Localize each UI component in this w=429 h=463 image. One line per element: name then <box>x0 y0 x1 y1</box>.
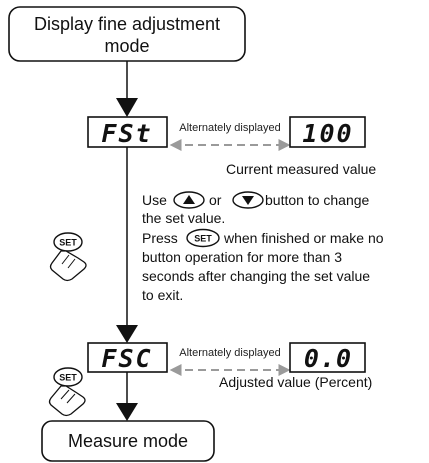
instr-use: Use <box>142 192 167 208</box>
hand-set-label-2: SET <box>59 373 77 383</box>
up-triangle-button-icon <box>173 191 205 209</box>
fst-display: FSt <box>87 116 168 148</box>
instr-line5: seconds after changing the set value <box>142 268 370 284</box>
alternately-displayed-label-2: Alternately displayed <box>179 347 281 359</box>
hand-pressing-icon: SET <box>48 367 86 417</box>
adjusted-value-display: 0.0 <box>289 342 366 373</box>
measure-mode-box: Measure mode <box>41 420 215 462</box>
current-value-display: 100 <box>289 116 366 148</box>
measure-mode-label: Measure mode <box>68 431 188 451</box>
hand-set-label-1: SET <box>59 238 77 248</box>
flow-connector <box>116 61 138 421</box>
current-value-text: 100 <box>302 119 353 148</box>
instructions: Use or button to change the set value. P… <box>142 191 384 303</box>
fsc-display: FSC <box>87 342 168 373</box>
down-triangle-button-icon <box>232 191 264 209</box>
flow-arrow-2 <box>116 325 138 343</box>
flow-arrow-3 <box>116 403 138 421</box>
instr-or: or <box>209 192 222 208</box>
start-mode-box: Display fine adjustment mode <box>8 6 246 62</box>
fst-code-text: FSt <box>101 119 152 148</box>
adjusted-value-text: 0.0 <box>304 344 352 373</box>
start-box-line2: mode <box>104 36 149 56</box>
start-box-line1: Display fine adjustment <box>34 14 220 34</box>
instr-line2: the set value. <box>142 210 225 226</box>
instr-line6: to exit. <box>142 287 183 303</box>
current-measured-value-label: Current measured value <box>226 161 376 177</box>
set-button-icon: SET <box>186 228 220 248</box>
instr-line3-rest: when finished or make no <box>223 230 384 246</box>
hand-pressing-icon: SET <box>49 232 87 282</box>
instr-line1-rest: button to change <box>265 192 370 208</box>
instr-line4: button operation for more than 3 <box>142 249 342 265</box>
adjusted-value-label: Adjusted value (Percent) <box>219 374 372 390</box>
alternately-displayed-label-1: Alternately displayed <box>179 122 281 134</box>
instr-press: Press <box>142 230 178 246</box>
flow-arrow-1 <box>116 98 138 117</box>
fsc-code-text: FSC <box>101 344 152 373</box>
set-button-icon-label: SET <box>194 234 212 244</box>
